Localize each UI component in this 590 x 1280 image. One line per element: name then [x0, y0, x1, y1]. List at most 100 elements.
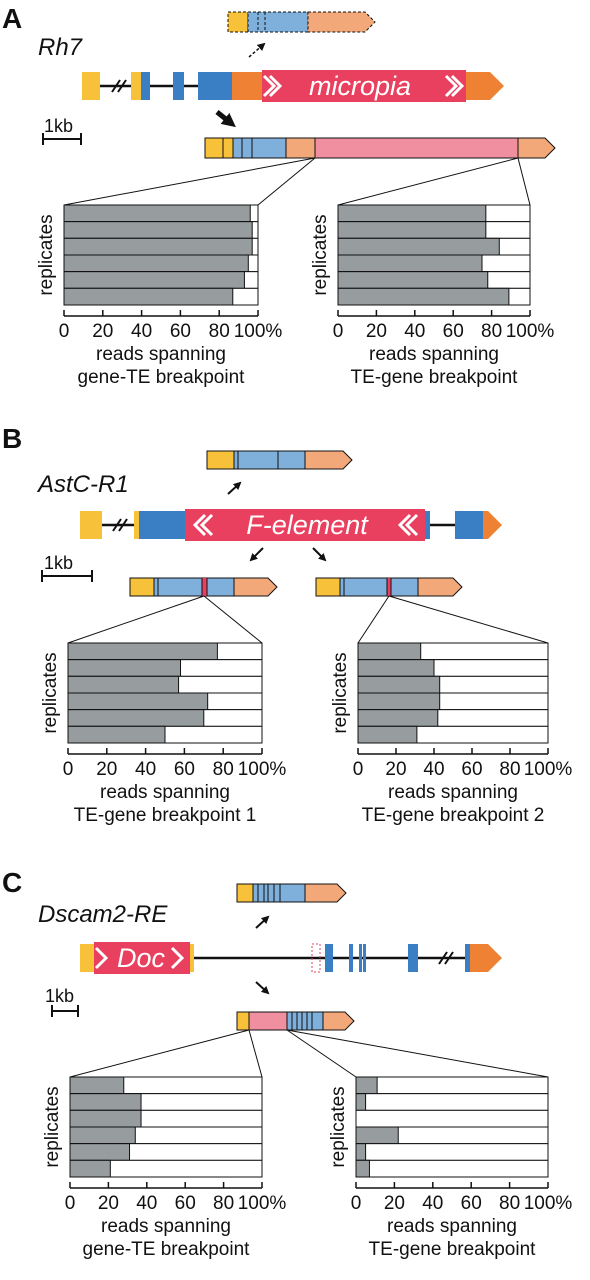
tick-label: 40 — [131, 321, 152, 342]
bar — [63, 254, 249, 273]
bar — [355, 1143, 367, 1161]
panel-c: C Dscam2-RE Doc — [2, 867, 549, 1078]
bar — [337, 287, 510, 306]
tick-label: 100% — [238, 759, 287, 780]
bar — [355, 1126, 399, 1145]
tick-label: 100% — [524, 1193, 573, 1214]
tick-label: 100% — [524, 759, 573, 780]
tick-label: 60 — [461, 759, 482, 780]
tick-label: 0 — [333, 321, 344, 342]
tick-label: 40 — [423, 759, 444, 780]
panel-letter: B — [2, 423, 22, 454]
te-name: Doc — [117, 943, 166, 973]
te-block — [185, 509, 425, 541]
bar — [337, 254, 483, 273]
bar — [355, 1159, 370, 1178]
bar — [67, 692, 209, 711]
te-block — [94, 942, 190, 974]
scale-bar: 1kb — [42, 116, 82, 145]
x-axis-label: reads spanning — [369, 344, 499, 365]
tick-label: 20 — [96, 759, 117, 780]
transcript-top — [206, 450, 353, 470]
bar — [355, 1093, 367, 1111]
tick-label: 80 — [499, 759, 520, 780]
bar — [69, 1159, 111, 1178]
bar — [357, 642, 422, 661]
tick-label: 20 — [384, 1193, 405, 1214]
dashed-arrow — [248, 42, 266, 58]
tick-label: 60 — [175, 1193, 196, 1214]
tick-label: 100% — [238, 1193, 287, 1214]
bar — [69, 1109, 142, 1128]
tick-label: 80 — [209, 321, 230, 342]
bar — [69, 1143, 131, 1161]
bar — [67, 725, 166, 744]
bar — [337, 237, 500, 256]
panel-letter: C — [2, 867, 22, 898]
te-name: micropia — [309, 71, 411, 101]
bar-background — [355, 1109, 549, 1128]
scale-bar: 1kb — [41, 553, 93, 582]
tick-label: 40 — [422, 1193, 443, 1214]
scale-bar: 1kb — [45, 986, 79, 1017]
bar-background — [355, 1076, 549, 1095]
tick-label: 20 — [92, 321, 113, 342]
bar-background — [355, 1143, 549, 1161]
y-axis-label: replicates — [42, 1086, 63, 1167]
te-name: F-element — [246, 510, 369, 540]
panel-b: B AstC-R1 F-element 1kb — [2, 423, 549, 644]
gene-model: F-element — [80, 509, 502, 541]
te-block — [262, 70, 466, 102]
bar — [63, 287, 234, 306]
bar — [337, 204, 487, 223]
y-axis-label: replicates — [330, 652, 351, 733]
y-axis-label: replicates — [40, 652, 61, 733]
transcript-right — [315, 577, 463, 597]
x-axis-label: gene-TE breakpoint — [78, 367, 246, 388]
bar — [67, 675, 180, 694]
bar-background — [355, 1159, 549, 1178]
gene-model: Doc — [80, 942, 502, 974]
bar — [63, 271, 245, 289]
panel-letter: A — [2, 3, 22, 34]
panel-a: A Rh7 micropia — [2, 3, 556, 206]
tick-label: 80 — [213, 759, 234, 780]
tick-label: 60 — [174, 759, 195, 780]
big-arrow — [215, 110, 236, 128]
tick-label: 100% — [234, 321, 283, 342]
gene-name: AstC-R1 — [36, 471, 129, 498]
transcript-left — [129, 577, 278, 597]
tick-label: 40 — [136, 1193, 157, 1214]
bar — [357, 692, 441, 711]
bar — [357, 675, 441, 694]
gene-name: Rh7 — [38, 34, 84, 61]
tick-label: 0 — [65, 1193, 76, 1214]
bar — [357, 709, 439, 727]
bar — [355, 1076, 378, 1095]
bar — [63, 204, 251, 223]
transcript-dashed — [227, 11, 376, 33]
bar — [357, 725, 418, 744]
tick-label: 20 — [366, 321, 387, 342]
bar — [337, 221, 487, 239]
bar — [69, 1126, 136, 1145]
tick-label: 0 — [63, 759, 74, 780]
svg-text:1kb: 1kb — [44, 116, 73, 136]
x-axis-label: TE-gene breakpoint — [369, 1239, 537, 1260]
x-axis-label: TE-gene breakpoint 1 — [74, 805, 257, 826]
y-axis-label: replicates — [36, 214, 57, 295]
bar — [67, 642, 218, 661]
bar — [63, 221, 253, 239]
svg-text:1kb: 1kb — [45, 986, 74, 1006]
tick-label: 40 — [404, 321, 425, 342]
chimeric-transcript — [236, 1011, 355, 1031]
bar — [337, 271, 489, 289]
x-axis-label: TE-gene breakpoint — [351, 367, 519, 388]
x-axis-label: reads spanning — [101, 1216, 231, 1237]
